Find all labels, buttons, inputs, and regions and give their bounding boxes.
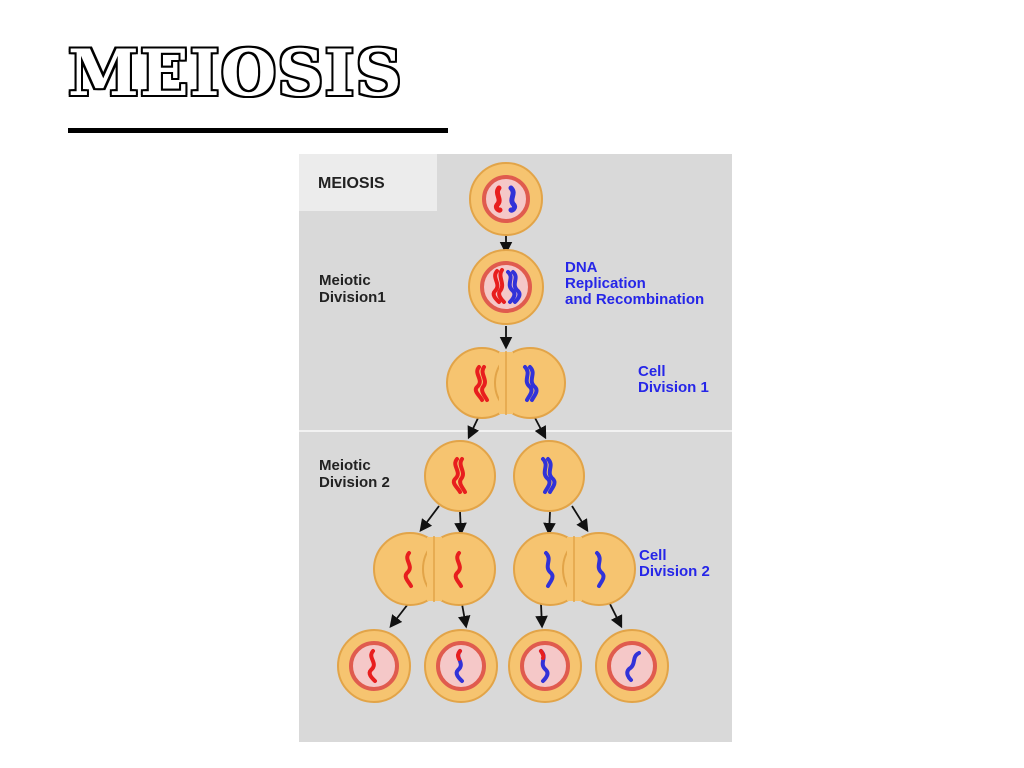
flow-arrows xyxy=(389,235,623,629)
chromosome-blue xyxy=(544,551,555,588)
chromosome-blue xyxy=(511,270,522,304)
label-meiotic-division-1-line2: Division1 xyxy=(319,289,386,306)
chromosome-blue xyxy=(528,365,539,402)
chromosome-red xyxy=(491,269,501,304)
gamete-1 xyxy=(337,629,411,703)
gamete-3 xyxy=(508,629,582,703)
chromosome-red xyxy=(453,551,463,588)
arrow-to-gamete-1 xyxy=(389,603,409,628)
label-cell-division-2-line2: Division 2 xyxy=(639,563,710,580)
chromosome-red xyxy=(493,185,503,213)
gamete-2 xyxy=(424,629,498,703)
label-dna-replication-line3: and Recombination xyxy=(565,291,704,308)
diagram-heading-box xyxy=(299,154,437,211)
label-cell-division-1-line1: Cell xyxy=(638,363,666,380)
chromosome-red xyxy=(451,457,462,494)
cell-division2-left xyxy=(424,440,496,512)
chromosome-red xyxy=(367,649,377,683)
label-meiotic-division-2-line1: Meiotic xyxy=(319,457,371,474)
cell-division2-right xyxy=(513,440,585,512)
arrow-to-gamete-4 xyxy=(609,603,623,629)
arrow-right-cell-right xyxy=(571,505,589,533)
label-dna-replication-line2: Replication xyxy=(565,275,646,292)
chromosome-blue xyxy=(508,185,518,213)
arrow-division1-right xyxy=(533,415,547,440)
arrow-division1-left xyxy=(467,415,480,440)
cell-replicated xyxy=(468,249,544,325)
chromosome-red xyxy=(473,365,484,402)
chromosome-red-tip xyxy=(456,649,462,661)
chromosome-blue xyxy=(541,457,552,494)
label-meiotic-division-1-line1: Meiotic xyxy=(319,272,371,289)
arrow-to-gamete-3 xyxy=(535,603,548,629)
label-dna-replication-line1: DNA xyxy=(565,259,598,276)
label-meiotic-division-2-line2: Division 2 xyxy=(319,474,390,491)
chromosome-red xyxy=(403,551,413,588)
chromosome-blue xyxy=(546,457,557,494)
chromosome-red xyxy=(480,365,489,402)
chromosome-blue xyxy=(523,365,534,402)
meiosis-diagram-svg: MEIOSIS Meiotic Division1 Meiotic Divisi… xyxy=(299,154,732,742)
chromosome-red xyxy=(458,457,467,494)
chromosome-blue xyxy=(595,551,606,588)
gamete-4 xyxy=(595,629,669,703)
arrow-to-gamete-2 xyxy=(457,603,471,629)
chromosome-blue xyxy=(625,651,641,682)
chromosome-red xyxy=(497,268,506,304)
title-underline xyxy=(68,128,448,133)
panel-divider xyxy=(299,430,732,432)
cell-dividing-division1 xyxy=(446,347,566,419)
chromosome-blue xyxy=(506,270,517,304)
arrow-left-cell-right xyxy=(454,511,467,536)
diagram-heading: MEIOSIS xyxy=(318,175,385,192)
arrow-right-cell-left xyxy=(543,511,556,536)
meiosis-diagram: MEIOSIS Meiotic Division1 Meiotic Divisi… xyxy=(299,154,732,742)
chromosome-red-tip xyxy=(539,649,546,660)
arrow-left-cell-left xyxy=(419,505,440,533)
label-cell-division-2-line1: Cell xyxy=(639,547,667,564)
cell-parent xyxy=(469,162,543,236)
cell-dividing-left-pair xyxy=(373,532,496,606)
slide-title: MEIOSIS xyxy=(68,36,403,111)
label-cell-division-1-line2: Division 1 xyxy=(638,379,709,396)
cell-dividing-right-pair xyxy=(513,532,636,606)
